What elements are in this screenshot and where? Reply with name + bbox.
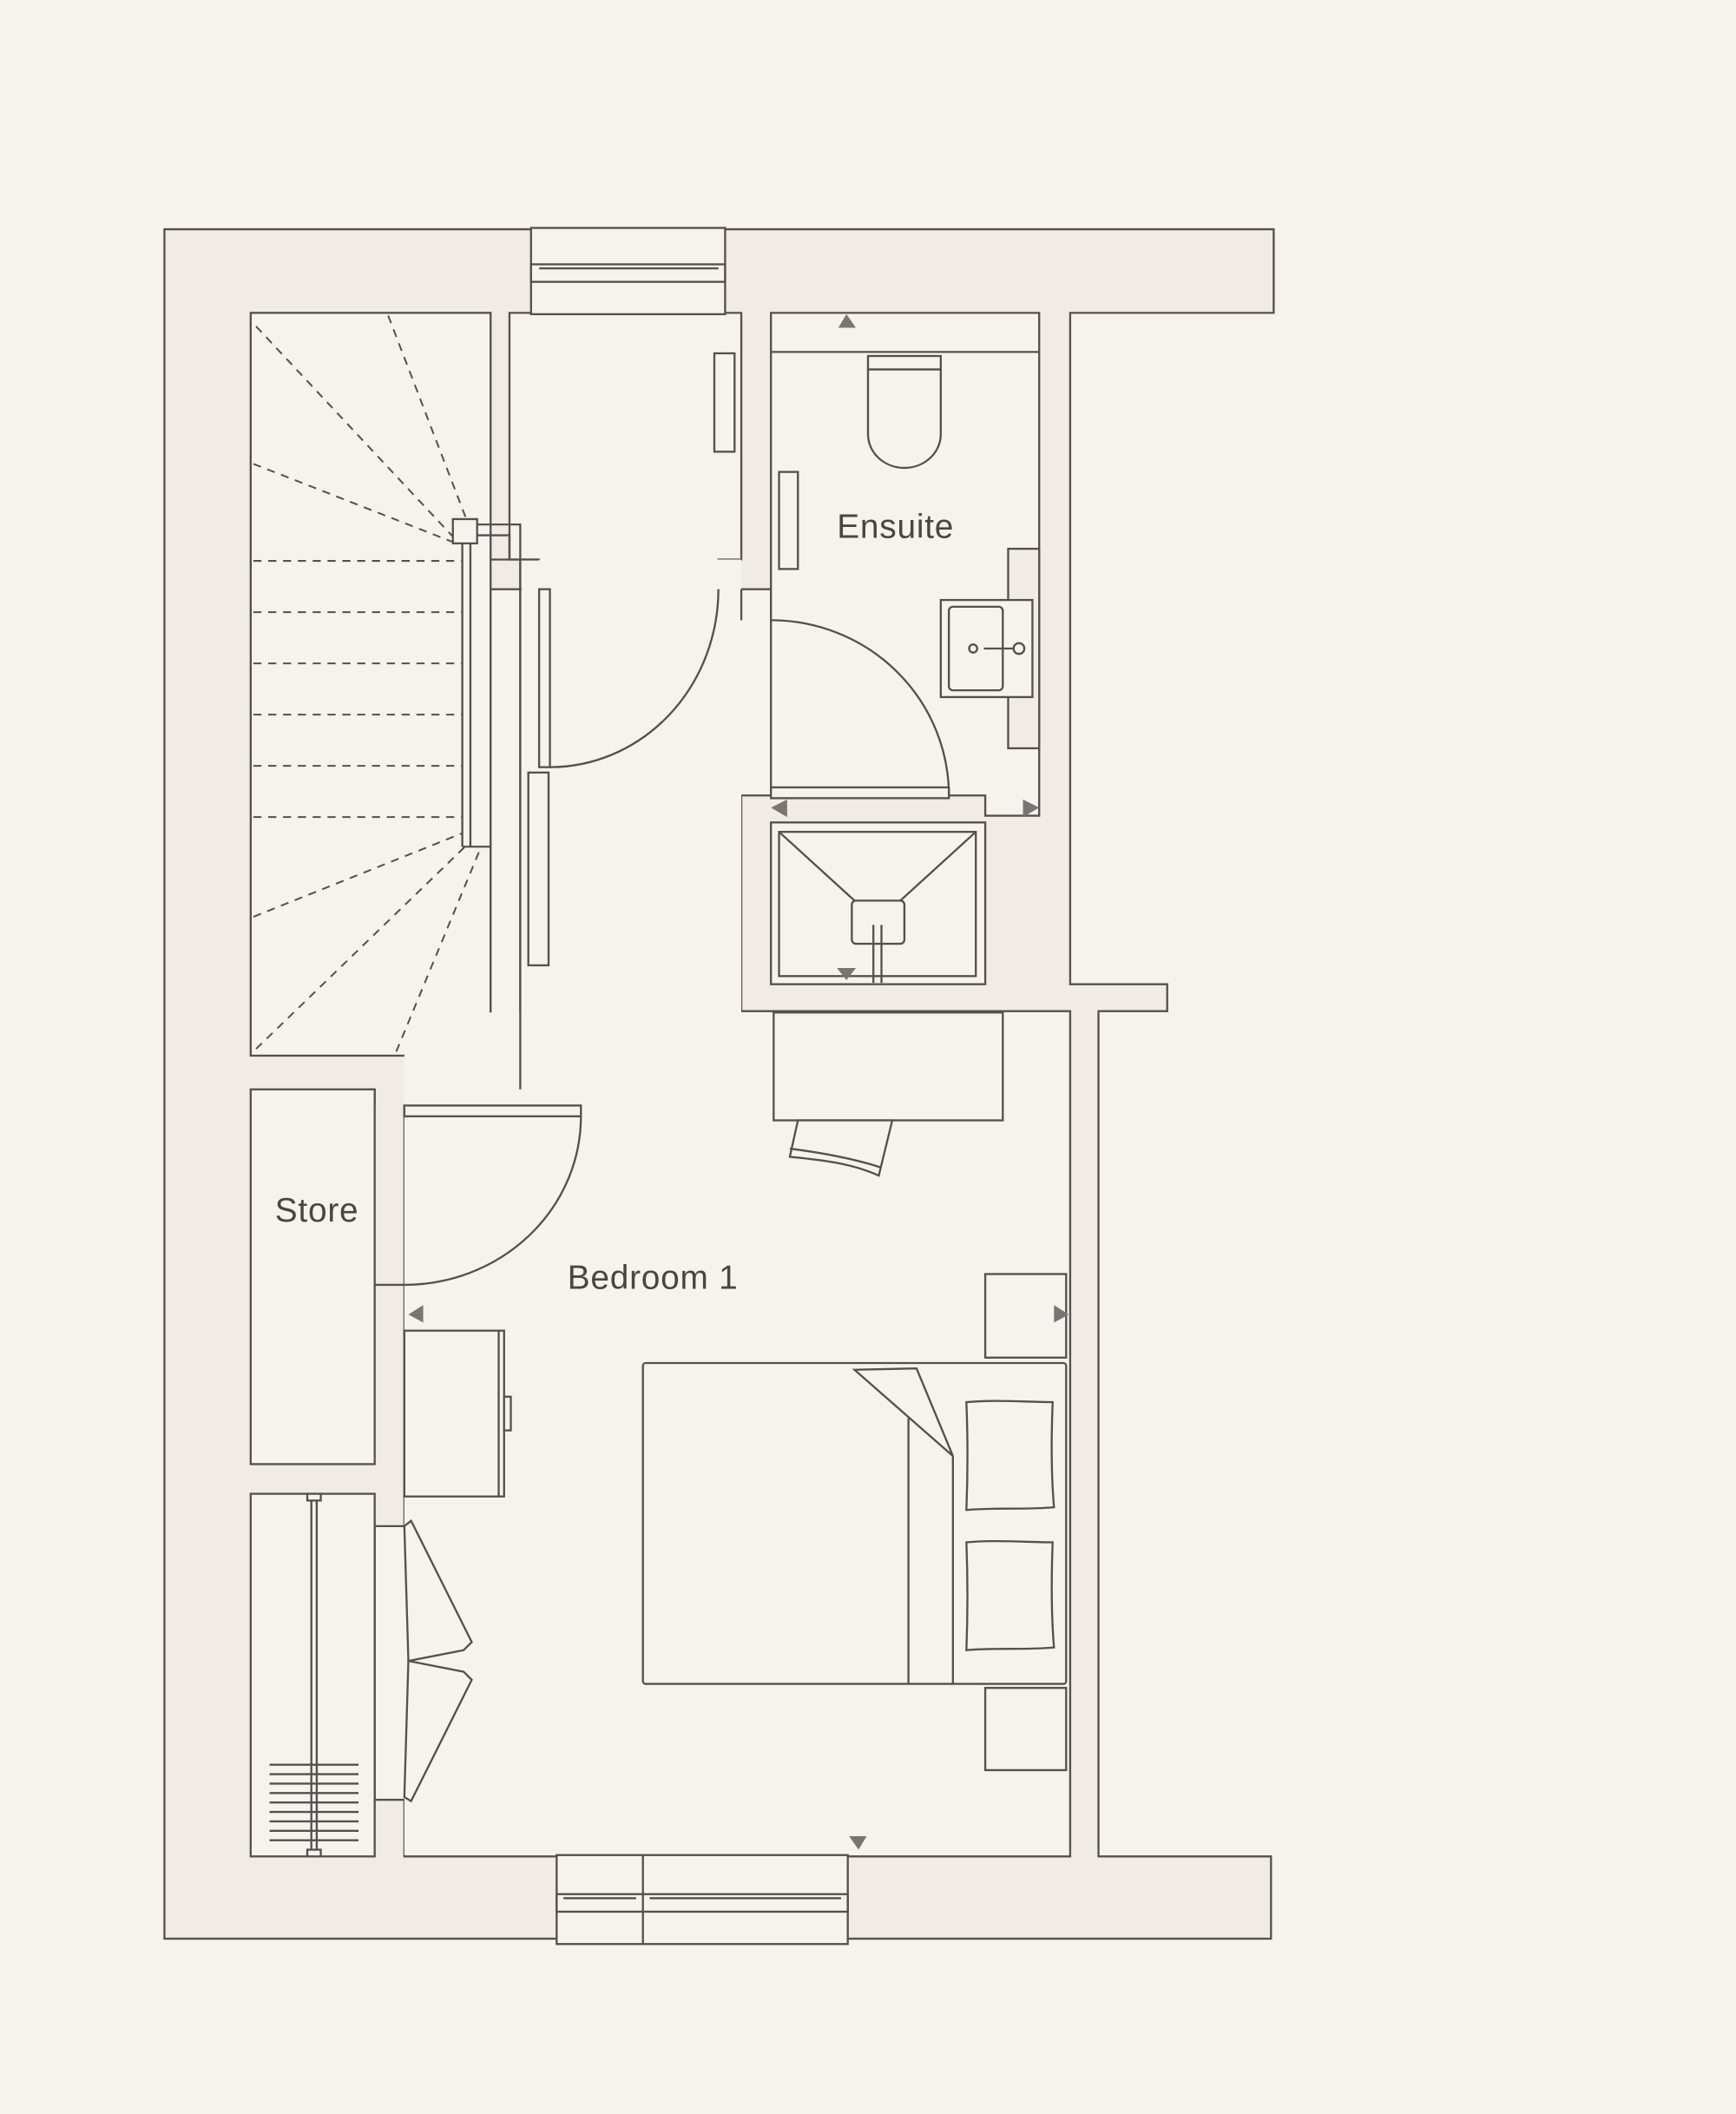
window-bottom — [556, 1854, 849, 1946]
arrow-icon — [1023, 799, 1040, 818]
bedside-table — [983, 1273, 1068, 1359]
room-label-ensuite: Ensuite — [837, 509, 954, 546]
room-label-bedroom: Bedroom 1 — [568, 1260, 739, 1297]
staircase — [253, 315, 522, 1052]
chest-of-drawers — [403, 1329, 512, 1498]
arrow-icon — [838, 313, 857, 328]
arrow-icon — [849, 1836, 867, 1850]
arrow-icon — [408, 1305, 424, 1323]
wardrobe-recess — [249, 1492, 376, 1858]
landing-door-leaf — [537, 588, 551, 768]
arrow-icon — [1054, 1305, 1069, 1323]
store-room — [249, 1088, 376, 1465]
chair — [788, 1119, 894, 1177]
towel-rail — [778, 471, 799, 570]
shower-tray — [778, 831, 977, 984]
arrow-icon — [771, 799, 787, 818]
basin — [939, 598, 1034, 699]
store-door — [403, 1104, 582, 1287]
window-top — [529, 227, 727, 316]
room-label-store: Store — [275, 1192, 359, 1229]
radiator — [713, 352, 736, 453]
wardrobe — [269, 1492, 473, 1858]
arrow-icon — [837, 968, 857, 980]
toilet — [866, 354, 943, 470]
radiator — [527, 771, 550, 967]
double-bed — [641, 1361, 1068, 1685]
landing-door-swing — [549, 589, 720, 768]
desk — [773, 1011, 1004, 1122]
stair-well — [249, 312, 492, 1057]
ensuite-door — [740, 589, 950, 800]
bedside-table — [983, 1687, 1068, 1772]
